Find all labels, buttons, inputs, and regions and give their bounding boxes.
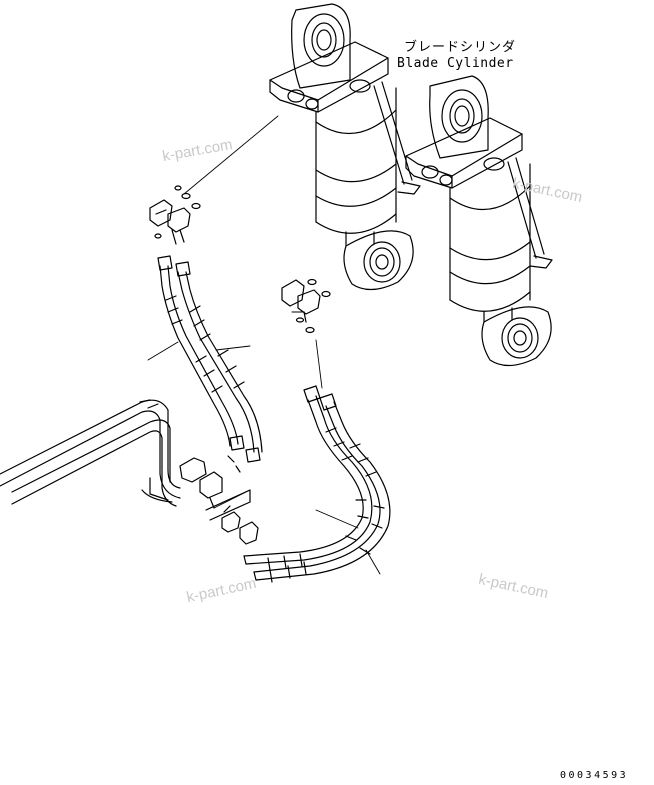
elbow-fittings-lower: [221, 505, 259, 545]
blade-cylinder-1: [269, 3, 421, 291]
elbow-fittings-left: [149, 185, 201, 245]
tee-fitting: [179, 457, 251, 521]
elbow-fittings-center: [281, 278, 331, 334]
leader-lines: [147, 115, 381, 575]
part-name-japanese: ブレードシリンダ: [404, 40, 517, 55]
hose-right: [243, 385, 391, 583]
drawing-number: 00034593: [560, 770, 629, 781]
steel-tubes: [0, 399, 181, 507]
part-name-english: Blade Cylinder: [397, 56, 514, 71]
hose-left: [157, 255, 263, 473]
blade-cylinder-2: [405, 75, 553, 367]
